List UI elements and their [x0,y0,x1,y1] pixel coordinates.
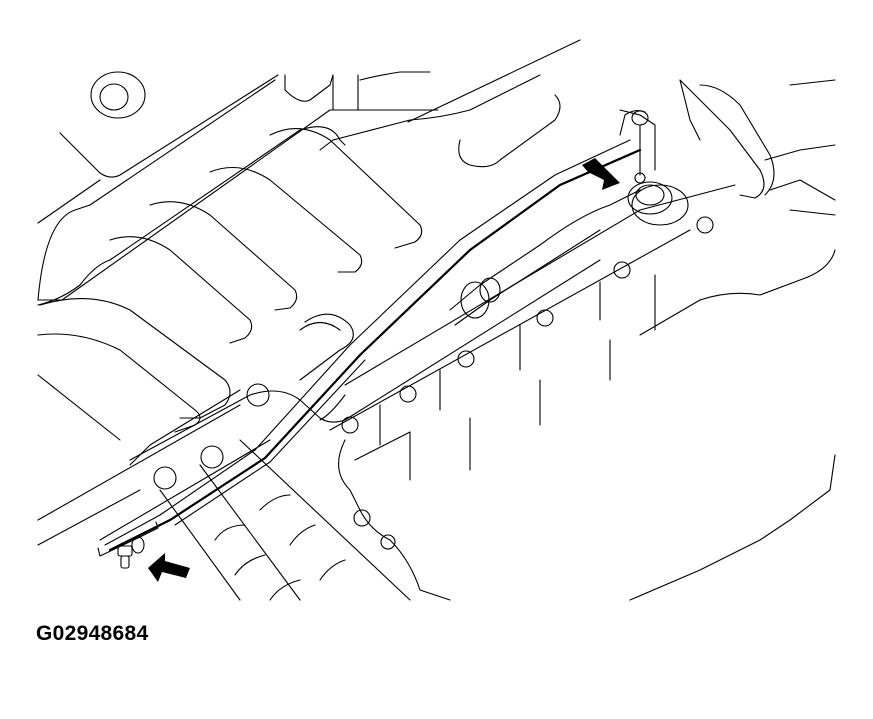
shift-cable [104,139,642,552]
oil-pan-flange [129,184,836,601]
drain-plug-boss [90,71,146,119]
figure-id-label: G02948684 [36,622,149,645]
transmission-side [37,389,411,601]
upper-arrow-icon [582,158,620,190]
shift-lever-linkage [449,79,836,326]
housing-outline [37,39,581,306]
intake-ribs [37,94,561,441]
cable-bracket-nut [97,521,159,569]
lower-arrow-icon [148,553,190,582]
